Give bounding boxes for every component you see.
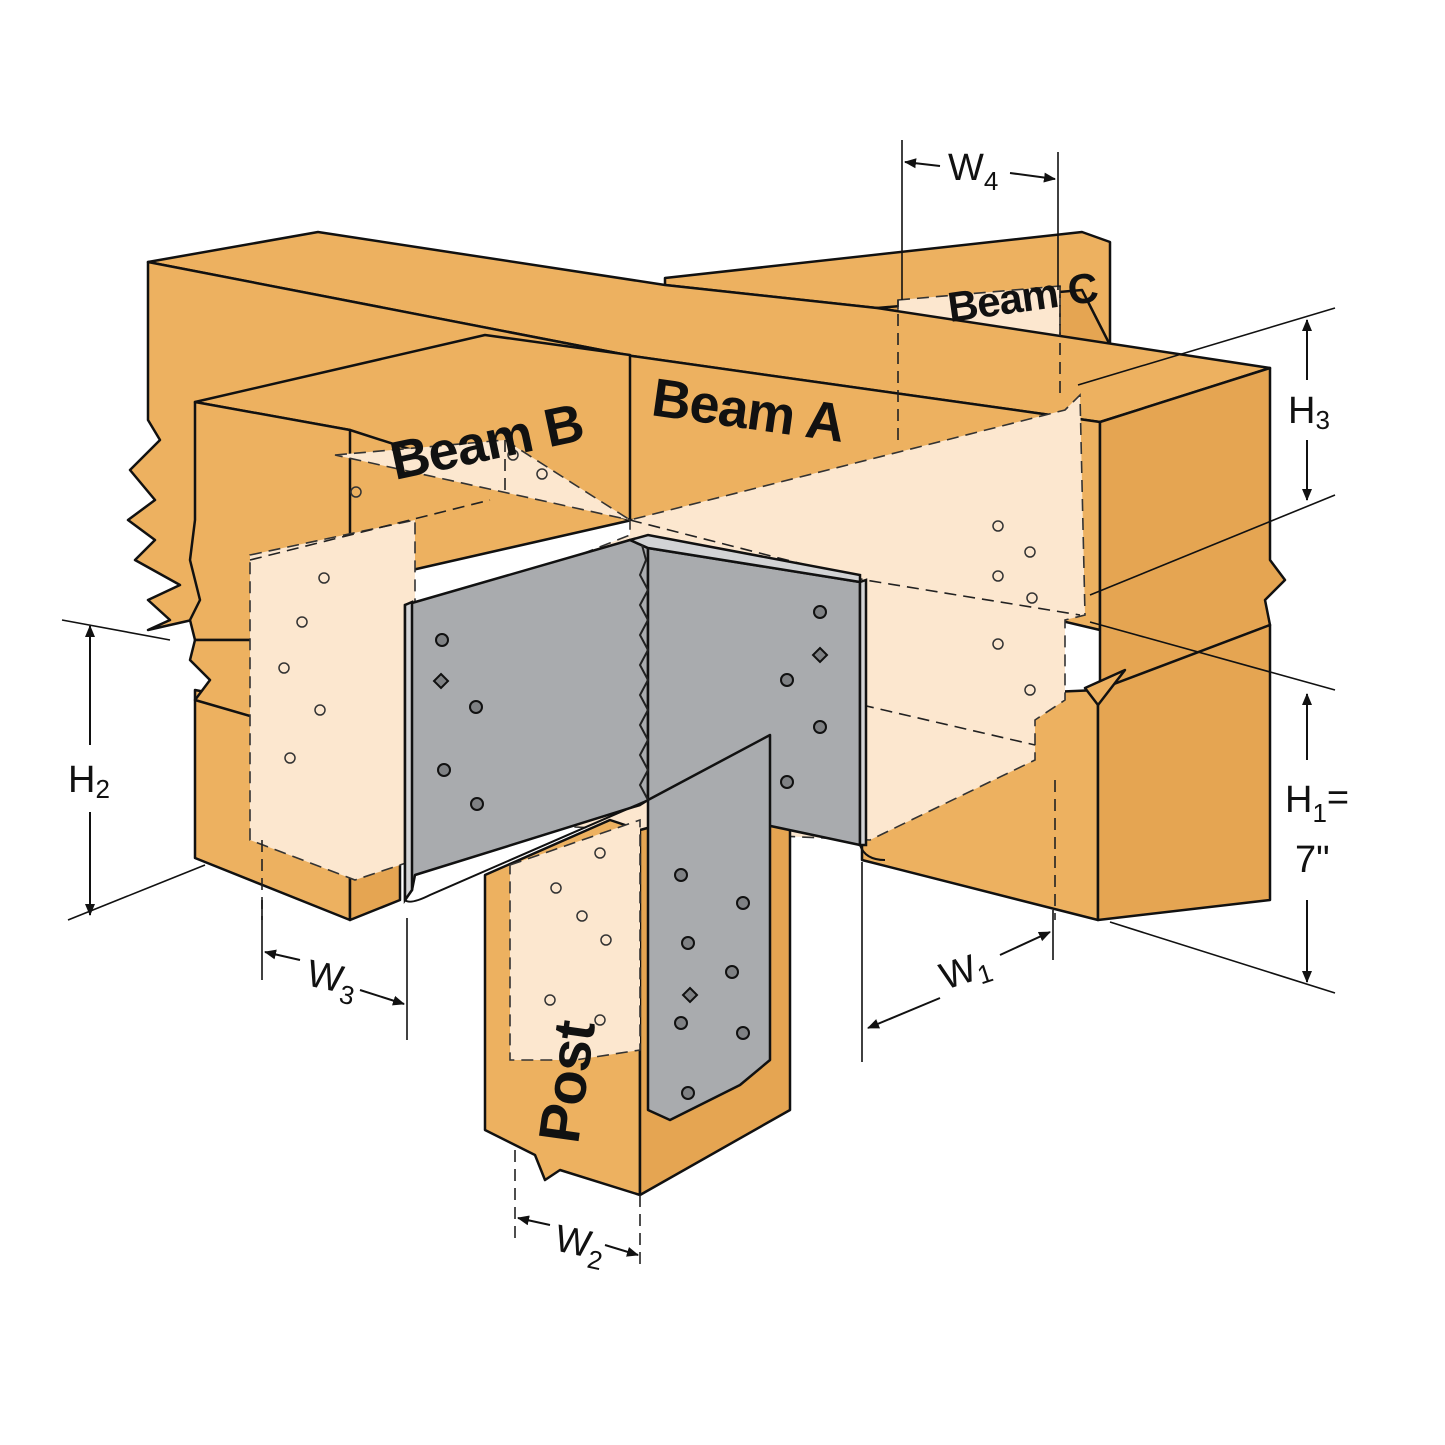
svg-text:W1: W1 xyxy=(935,943,997,1001)
hole xyxy=(811,646,829,664)
hole xyxy=(435,633,449,647)
hidden-nails xyxy=(278,449,1038,1026)
post-cap-fastener-holes xyxy=(432,605,829,1100)
svg-text:7": 7" xyxy=(1295,839,1330,881)
hole xyxy=(681,986,699,1004)
hole xyxy=(681,1086,695,1100)
hole xyxy=(813,720,827,734)
hole xyxy=(470,797,484,811)
svg-text:W2: W2 xyxy=(550,1218,609,1276)
hole xyxy=(674,868,688,882)
svg-text:H1=: H1= xyxy=(1285,777,1349,828)
w4-label: W4 xyxy=(948,147,998,196)
svg-text:W3: W3 xyxy=(302,953,361,1011)
hole xyxy=(736,1026,750,1040)
svg-text:W4: W4 xyxy=(948,147,998,196)
hole xyxy=(432,672,450,690)
h2-label: H2 xyxy=(68,759,110,804)
hole xyxy=(681,936,695,950)
dimension-lines xyxy=(61,140,1336,1257)
h1-label: H1= 7" xyxy=(1285,777,1349,881)
h3-label: H3 xyxy=(1288,390,1330,435)
hole xyxy=(780,775,794,789)
hole xyxy=(674,1016,688,1030)
svg-text:H3: H3 xyxy=(1288,390,1330,435)
hole xyxy=(469,700,483,714)
svg-text:H2: H2 xyxy=(68,759,110,804)
hole xyxy=(725,965,739,979)
hole xyxy=(780,673,794,687)
w2-label: W2 xyxy=(550,1218,609,1276)
w1-label: W1 xyxy=(935,943,997,1001)
hole xyxy=(813,605,827,619)
post-cap xyxy=(403,533,886,1122)
hole xyxy=(437,763,451,777)
hole xyxy=(736,896,750,910)
w3-label: W3 xyxy=(302,953,361,1011)
